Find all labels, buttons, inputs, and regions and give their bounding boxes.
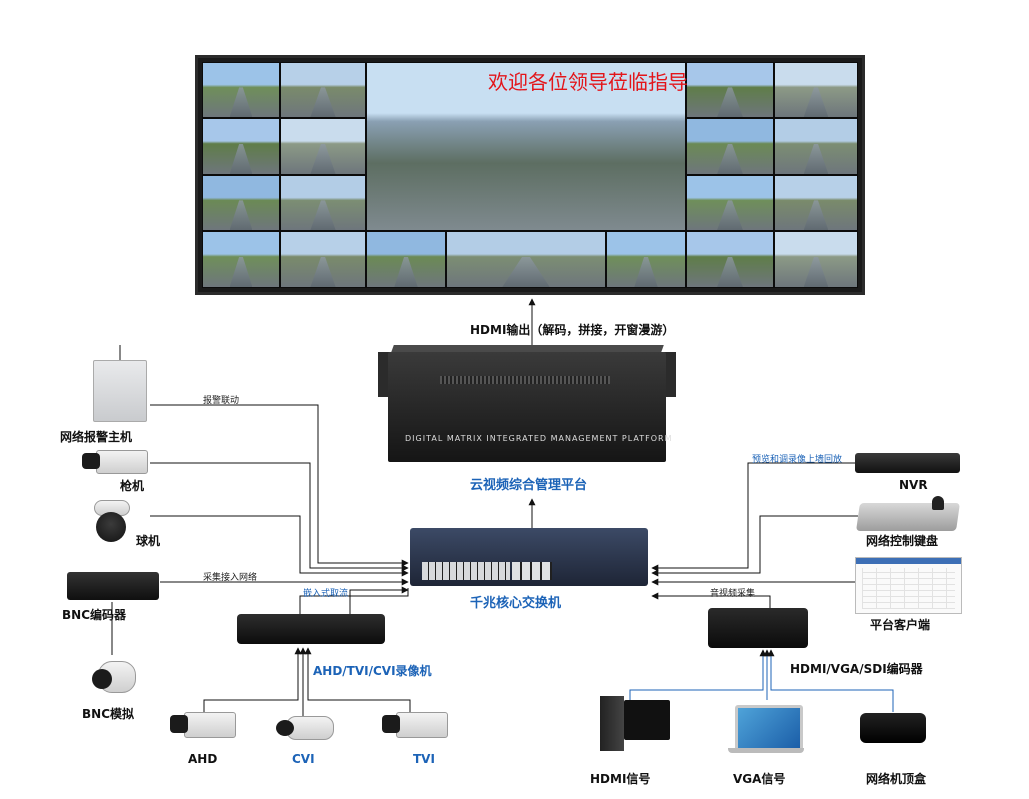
wall-video-tile [774, 175, 858, 231]
wall-video-tile [280, 62, 366, 118]
matrix-panel-text: DIGITAL MATRIX INTEGRATED MANAGEMENT PLA… [405, 434, 673, 443]
nvr-icon [855, 453, 960, 473]
ahd-camera-icon [170, 712, 236, 738]
joystick-icon [932, 496, 944, 510]
wall-video-tile [202, 175, 280, 231]
bullet-cam-label: 枪机 [120, 479, 145, 493]
pc-monitor-icon [624, 700, 670, 740]
encoder-label: HDMI/VGA/SDI编码器 [790, 662, 923, 676]
source-label-hdmi: HDMI信号 [590, 772, 651, 786]
wall-video-tile [774, 231, 858, 288]
alarm-link-label: 报警联动 [203, 396, 240, 406]
wall-video-tile [202, 231, 280, 288]
analog-camera-icon [88, 655, 138, 701]
switch-ports [422, 562, 510, 580]
wall-video-tile [202, 118, 280, 175]
cam-label-tvi: TVI [413, 752, 435, 766]
wall-video-tile [774, 62, 858, 118]
hdmi-encoder-icon [708, 608, 808, 648]
wall-video-tile [446, 231, 606, 288]
laptop-icon [735, 705, 803, 751]
dome-camera-icon [88, 500, 134, 545]
client-label: 平台客户端 [870, 618, 931, 632]
stream-label: 嵌入式取流 [303, 589, 349, 599]
cvi-camera-icon [276, 716, 334, 744]
wall-video-tile [280, 231, 366, 288]
capture-label: 采集接入网络 [203, 573, 258, 583]
dvr-label: AHD/TVI/CVI录像机 [313, 664, 432, 678]
wall-title: 欢迎各位领导莅临指导 [488, 70, 688, 94]
wall-video-tile [686, 118, 774, 175]
matrix-name: 云视频综合管理平台 [470, 478, 588, 493]
set-top-box-icon [860, 713, 926, 743]
dvr-device [237, 614, 385, 644]
wall-video-tile [686, 175, 774, 231]
wall-video-tile [280, 118, 366, 175]
tvi-camera-icon [382, 712, 448, 738]
switch-sfp-ports [512, 562, 552, 580]
bnc-encoder-label: BNC编码器 [62, 608, 126, 622]
alarm-host-label: 网络报警主机 [60, 430, 133, 444]
video-wall-grid [202, 62, 858, 288]
laptop-base [728, 748, 804, 753]
bnc-encoder-icon [67, 572, 159, 600]
source-label-stb: 网络机顶盒 [866, 772, 927, 786]
av-capture-label: 音视频采集 [710, 589, 756, 599]
bnc-analog-label: BNC模拟 [82, 707, 134, 721]
matrix-vent [440, 376, 610, 384]
wall-video-tile [366, 231, 446, 288]
wall-video-tile [774, 118, 858, 175]
wall-video-tile [202, 62, 280, 118]
client-screen-icon [855, 557, 962, 614]
alarm-host-icon [93, 360, 147, 422]
cam-label-cvi: CVI [292, 752, 315, 766]
cam-label-ahd: AHD [188, 752, 218, 766]
matrix-output-label: HDMI输出（解码，拼接，开窗漫游） [470, 323, 675, 337]
wall-video-tile [686, 231, 774, 288]
wall-main-tile [366, 62, 686, 231]
switch-name: 千兆核心交换机 [470, 596, 562, 611]
nvr-label: NVR [899, 478, 928, 492]
control-keyboard-icon [856, 503, 960, 531]
video-wall: 欢迎各位领导莅临指导 [195, 55, 865, 295]
wall-video-tile [686, 62, 774, 118]
dome-cam-label: 球机 [136, 534, 161, 548]
wall-video-tile [606, 231, 686, 288]
keyboard-label: 网络控制键盘 [866, 534, 939, 548]
source-label-vga: VGA信号 [733, 772, 786, 786]
matrix-platform-device [388, 352, 666, 462]
playback-label: 预览和调录像上墙回放 [752, 455, 843, 465]
bullet-camera-icon [82, 450, 148, 474]
wall-video-tile [280, 175, 366, 231]
pc-tower-icon [600, 696, 624, 751]
